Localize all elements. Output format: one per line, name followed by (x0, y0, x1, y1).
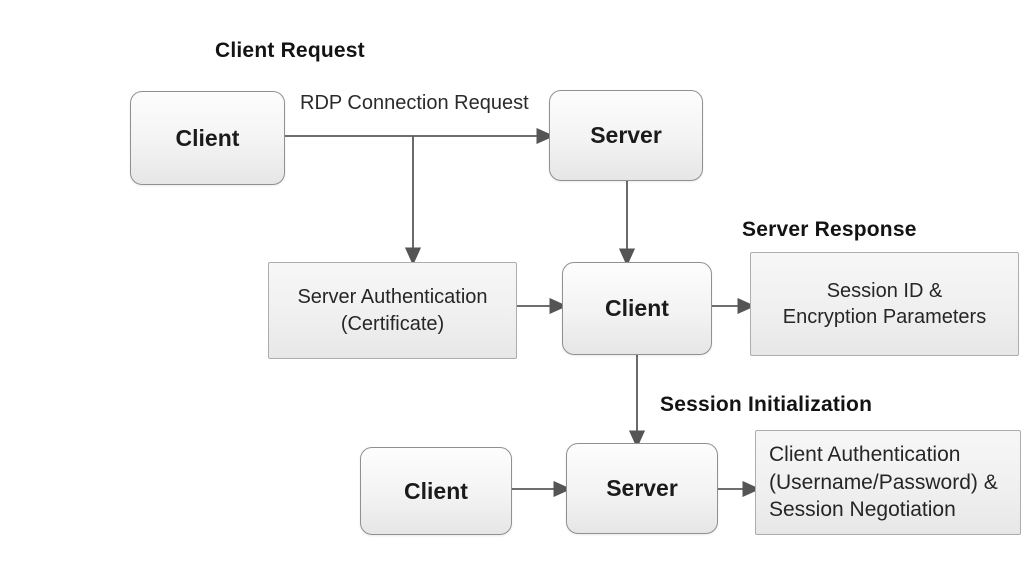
panel-text-line: (Username/Password) & (769, 470, 998, 494)
panel-text-line: Session ID & (826, 279, 943, 302)
phase-label-client-request: Client Request (215, 39, 365, 62)
node-client-middle: Client (562, 262, 712, 355)
panel-server-authentication: Server Authentication (Certificate) (268, 262, 517, 359)
panel-text-line: Server Authentication (297, 286, 488, 309)
node-client-bottom: Client (360, 447, 512, 535)
phase-label-session-initialization: Session Initialization (660, 393, 873, 416)
panel-text-line: (Certificate) (340, 312, 445, 335)
node-label: Client (404, 477, 468, 504)
node-label: Server (606, 475, 678, 501)
panel-text-line: Encryption Parameters (782, 306, 987, 328)
node-label: Server (590, 122, 662, 148)
panel-client-authentication: Client Authentication (Username/Password… (755, 430, 1021, 535)
edge-label-rdp-connection-request: RDP Connection Request (300, 92, 529, 114)
node-client-top: Client (130, 91, 285, 185)
panel-text-line: Session Negotiation (769, 498, 956, 522)
panel-text-line: Client Authentication (769, 442, 961, 466)
panel-session-id-encryption: Session ID & Encryption Parameters (750, 252, 1019, 356)
node-server-top: Server (549, 90, 703, 181)
node-label: Client (605, 295, 669, 321)
phase-label-server-response: Server Response (742, 218, 917, 241)
node-label: Client (175, 124, 240, 151)
node-server-bottom: Server (566, 443, 718, 534)
